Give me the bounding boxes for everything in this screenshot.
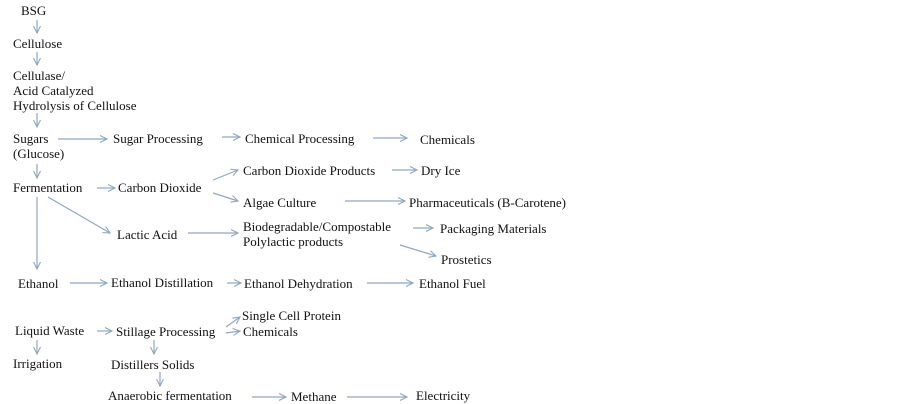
- node-cellulose: Cellulose: [13, 36, 63, 51]
- node-bsg: BSG: [21, 3, 47, 18]
- arrow-stillage-chemicals: [225, 331, 240, 333]
- node-sugars-line-1: Sugars: [13, 131, 49, 146]
- node-ethanol: Ethanol: [18, 276, 59, 291]
- arrow-carbon-dioxide-algae-culture: [212, 192, 238, 201]
- node-distillers-solids: Distillers Solids: [111, 357, 195, 372]
- arrow-stillage-single-cell-protein: [225, 317, 240, 328]
- node-single-cell-protein: Single Cell Protein: [242, 308, 341, 323]
- node-chemicals-1: Chemicals: [420, 132, 475, 147]
- node-sugars: Sugars (Glucose): [13, 131, 64, 161]
- node-methane: Methane: [291, 389, 337, 404]
- node-ethanol-distillation: Ethanol Distillation: [111, 275, 214, 290]
- node-chemicals-2: Chemicals: [243, 324, 298, 339]
- node-biodegradable-line-1: Biodegradable/Compostable: [243, 219, 392, 234]
- node-co2-products: Carbon Dioxide Products: [243, 163, 376, 178]
- node-hydrolysis-line-2: Acid Catalyzed: [13, 83, 94, 98]
- arrow-biodegradable-prostetics: [399, 244, 436, 256]
- node-biodegradable-line-2: Polylactic products: [243, 234, 344, 249]
- node-hydrolysis-line-3: Hydrolysis of Cellulose: [13, 98, 137, 113]
- node-carbon-dioxide: Carbon Dioxide: [118, 180, 202, 195]
- node-hydrolysis-line-1: Cellulase/: [13, 68, 65, 83]
- node-hydrolysis: Cellulase/ Acid Catalyzed Hydrolysis of …: [13, 68, 137, 113]
- node-packaging: Packaging Materials: [440, 221, 547, 236]
- node-irrigation: Irrigation: [13, 356, 63, 371]
- node-stillage-processing: Stillage Processing: [116, 324, 216, 339]
- node-lactic-acid: Lactic Acid: [117, 227, 178, 242]
- node-electricity: Electricity: [416, 388, 471, 403]
- arrow-carbon-dioxide-co2-products: [212, 170, 238, 181]
- node-chemical-processing: Chemical Processing: [245, 131, 355, 146]
- node-algae-culture: Algae Culture: [243, 195, 317, 210]
- node-prostetics: Prostetics: [441, 252, 492, 267]
- node-sugar-processing: Sugar Processing: [113, 131, 203, 146]
- node-pharmaceuticals: Pharmaceuticals (B-Carotene): [409, 195, 567, 210]
- node-ethanol-fuel: Ethanol Fuel: [419, 276, 486, 291]
- node-dry-ice: Dry Ice: [421, 163, 461, 178]
- node-ethanol-dehydration: Ethanol Dehydration: [244, 276, 353, 291]
- node-sugars-line-2: (Glucose): [13, 146, 65, 161]
- arrow-fermentation-lactic-acid: [47, 196, 110, 233]
- node-liquid-waste: Liquid Waste: [15, 323, 85, 338]
- node-biodegradable: Biodegradable/Compostable Polylactic pro…: [243, 219, 391, 249]
- node-anaerobic: Anaerobic fermentation: [108, 388, 232, 403]
- node-fermentation: Fermentation: [13, 180, 83, 195]
